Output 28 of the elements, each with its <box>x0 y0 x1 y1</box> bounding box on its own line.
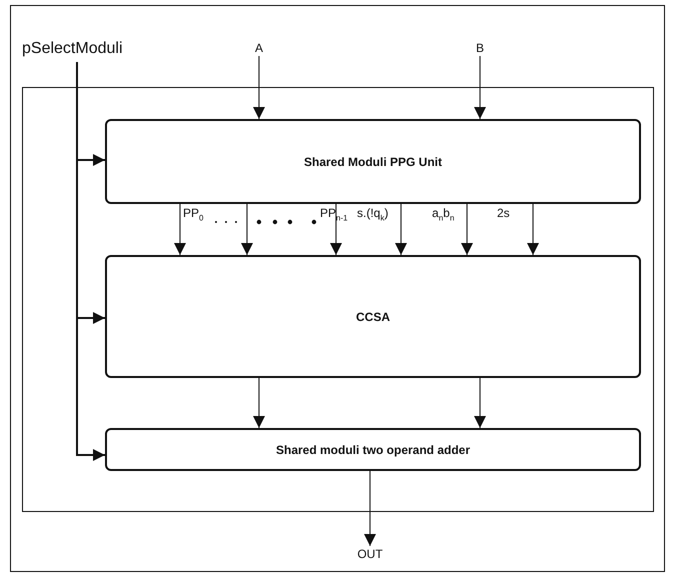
signal-label: a$_{n}$b$_{n}$ <box>432 206 454 222</box>
arrow <box>330 204 342 256</box>
process-box <box>105 119 641 204</box>
signal-label: B <box>476 41 484 55</box>
signal-label: s.(!q$_{k}$) <box>357 206 388 222</box>
signal-label: 2s <box>497 206 510 220</box>
arrow <box>253 378 265 428</box>
signal-label: PP$_{0}$ <box>183 206 204 222</box>
signal-label: pSelectModuli <box>22 40 122 58</box>
signal-label: OUT <box>357 547 383 561</box>
arrow <box>174 204 186 256</box>
process-box <box>105 428 641 471</box>
box-label: Shared moduli two operand adder <box>276 442 470 456</box>
box-label: Shared Moduli PPG Unit <box>304 154 442 168</box>
arrow <box>474 56 486 120</box>
arrow <box>76 62 105 461</box>
enclosing-box <box>22 87 654 512</box>
signal-label: A <box>254 41 263 55</box>
arrow <box>474 378 486 428</box>
arrow <box>461 204 473 256</box>
arrow <box>395 204 407 256</box>
arrow <box>241 204 253 256</box>
box-label: CCSA <box>356 310 390 324</box>
signal-label: PP$_{n-1}$ <box>320 206 348 222</box>
arrow <box>364 470 376 546</box>
arrow <box>253 56 265 120</box>
arrow <box>527 204 539 256</box>
process-box <box>105 255 641 378</box>
